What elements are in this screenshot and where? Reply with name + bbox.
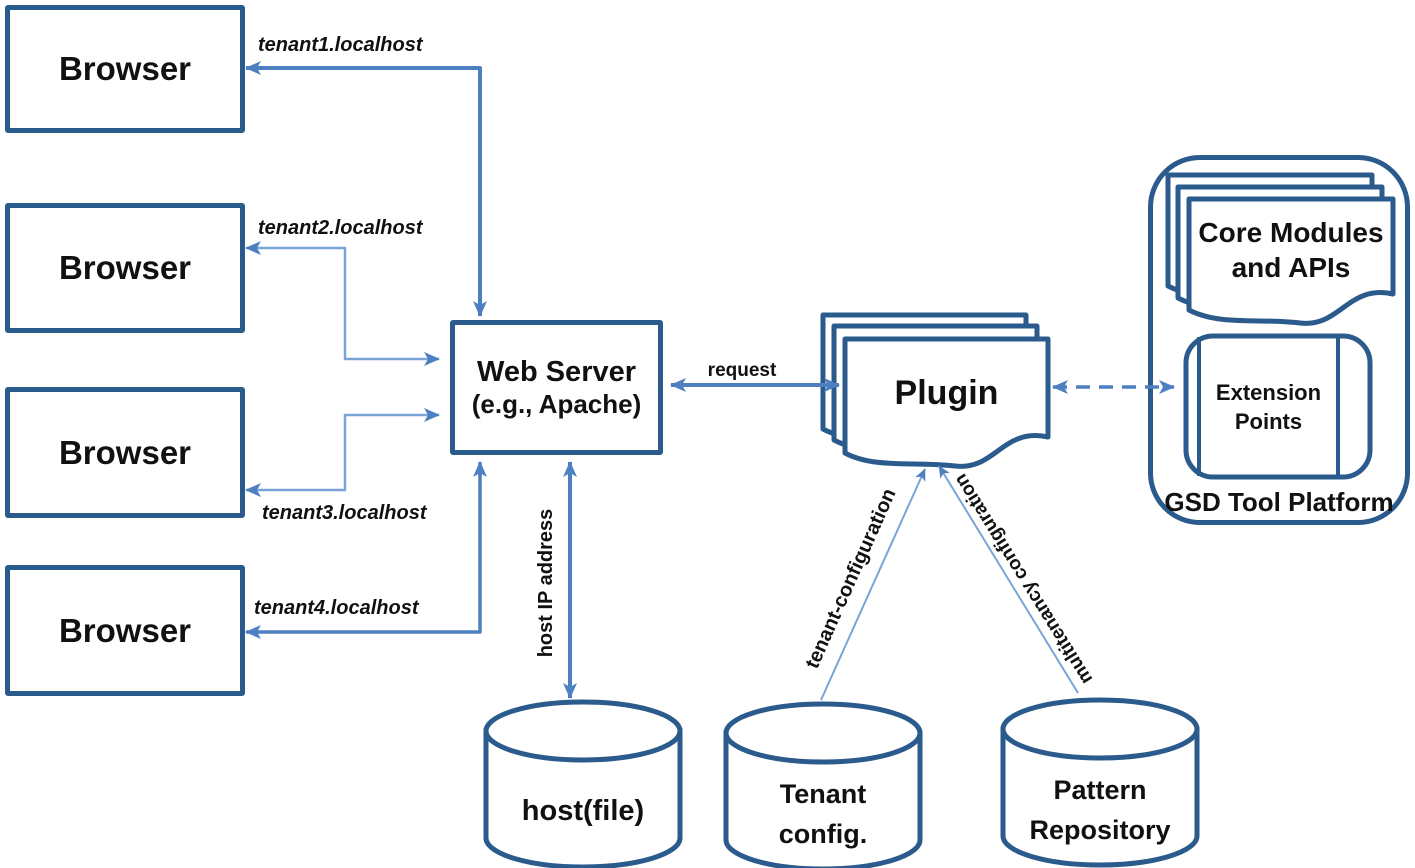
pattern-repository-label-line2: Repository — [1029, 815, 1171, 845]
edge-tenant1 — [245, 61, 487, 317]
core-modules-document-icon — [1165, 172, 1396, 326]
host-file-label: host(file) — [521, 795, 645, 828]
tenant1-host-label: tenant1.localhost — [258, 34, 423, 56]
pattern-repository-database — [1000, 697, 1200, 868]
edge-tenant3 — [245, 408, 440, 497]
tenant-config-label-line2: config. — [778, 819, 868, 849]
host-ip-edge-label: host IP address — [535, 508, 557, 658]
core-modules-stack — [1165, 172, 1400, 327]
extension-points-shape — [1183, 333, 1373, 480]
browser-box-3: Browser — [5, 387, 245, 518]
edge-multitenancy-configuration — [938, 465, 1079, 694]
web-server-box: Web Server (e.g., Apache) — [450, 320, 663, 455]
browser-2-label: Browser — [58, 249, 192, 286]
cylinder-body — [1000, 726, 1200, 868]
edge-tenant2 — [245, 241, 440, 366]
plugin-stack — [820, 312, 1055, 482]
pattern-repository-label-overlay: Pattern Repository — [1000, 758, 1200, 862]
plugin-document-icon — [820, 312, 1051, 469]
core-modules-label-line1: Core Modules — [1198, 217, 1384, 248]
tenant-config-label-overlay: Tenant config. — [723, 762, 923, 866]
extension-points-label-line1: Extension — [1215, 379, 1322, 405]
extension-points-label-line2: Points — [1234, 408, 1303, 434]
extension-points-outline — [1183, 333, 1373, 480]
cylinder-body — [723, 730, 923, 868]
tenant4-host-label: tenant4.localhost — [254, 597, 419, 619]
tenant3-host-label: tenant3.localhost — [262, 502, 427, 524]
tenant-config-label-line1: Tenant — [779, 778, 867, 809]
tenant2-host-label: tenant2.localhost — [258, 217, 423, 239]
browser-1-label: Browser — [58, 50, 192, 87]
browser-4-label: Browser — [58, 611, 192, 649]
database-cylinder-icon — [483, 699, 683, 868]
pattern-repository-label-line1: Pattern — [1053, 774, 1147, 805]
host-file-database — [483, 699, 683, 868]
tenant-config-database — [723, 701, 923, 868]
plugin-label: Plugin — [894, 373, 999, 412]
core-modules-label-line2: and APIs — [1231, 252, 1351, 283]
web-server-label-line2: (e.g., Apache) — [471, 389, 642, 420]
core-modules-page-front — [1186, 196, 1396, 326]
cylinder-top — [1000, 697, 1200, 761]
edge-tenant-configuration — [820, 468, 926, 701]
cylinder-top — [723, 701, 923, 765]
host-file-label-overlay: host(file) — [483, 760, 683, 864]
browser-box-4: Browser — [5, 565, 245, 696]
edge-tenant4 — [245, 461, 487, 639]
browser-3-label: Browser — [58, 433, 192, 471]
cylinder-body — [483, 728, 683, 868]
browser-box-1: Browser — [5, 5, 245, 133]
plugin-page-front — [842, 336, 1051, 469]
core-modules-label-overlay: Core Modules and APIs — [1189, 210, 1393, 290]
extension-points-frame-icon — [1183, 333, 1373, 480]
web-server-label-line1: Web Server — [476, 355, 637, 388]
plugin-label-overlay: Plugin — [845, 343, 1048, 443]
cylinder-top — [483, 699, 683, 763]
request-edge-label: request — [707, 360, 777, 381]
database-cylinder-icon — [1000, 697, 1200, 868]
database-cylinder-icon — [723, 701, 923, 868]
gsd-platform-label: GSD Tool Platform — [1164, 487, 1394, 517]
browser-box-2: Browser — [5, 203, 245, 333]
extension-points-label-overlay: Extension Points — [1199, 355, 1338, 460]
